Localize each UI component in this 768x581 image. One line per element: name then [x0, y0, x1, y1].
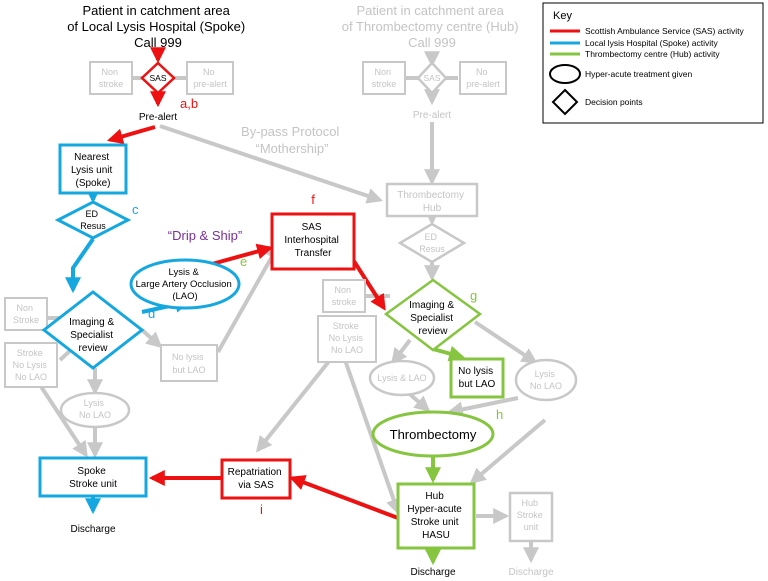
spoke-stroke-no-lysis-box	[4, 342, 58, 388]
thrombectomy-hub-label: Thrombectomy Hub	[397, 190, 466, 214]
spoke-no-prealert-box	[186, 61, 234, 95]
legend-diamond-swatch	[551, 88, 579, 116]
bypass-protocol-label: By-pass Protocol “Mothership”	[241, 124, 343, 156]
hub-imaging-label: Imaging & Specialist review	[409, 300, 457, 337]
step-letter-e: e	[240, 254, 247, 269]
drip-ship-label: “Drip & Ship”	[168, 228, 242, 243]
spoke-non-stroke-box	[89, 61, 133, 95]
thrombectomy-hub-box	[385, 182, 479, 218]
spoke-ed-resus-decision	[54, 200, 132, 240]
hub-lysis-lao-label: Lysis & LAO	[377, 373, 426, 383]
spoke-non-stroke-label: Non stroke	[99, 67, 124, 89]
hub-non-stroke-result-box	[322, 279, 366, 313]
hub-sas-label: SAS	[423, 73, 440, 83]
spoke-no-lysis-lao-box	[160, 344, 218, 382]
hub-stroke-no-lysis-label: Stroke No Lysis No LAO	[329, 321, 366, 355]
hub-ed-resus-decision	[397, 222, 467, 264]
spoke-lysis-lao-label: Lysis & Large Artery Occlusion (LAO)	[136, 267, 235, 302]
hasu-label: Hub Hyper-acute Stroke unit HASU	[407, 491, 464, 541]
thrombectomy-treatment	[371, 410, 495, 458]
hub-hasu-discharge: Discharge	[410, 567, 455, 578]
hub-stroke-unit-discharge: Discharge	[508, 567, 553, 578]
spoke-sas-label: SAS	[149, 73, 166, 83]
hasu-box	[396, 482, 476, 550]
spoke-no-lysis-lao-label: No lysis but LAO	[172, 352, 206, 375]
hub-stroke-no-lysis-box	[317, 315, 377, 363]
hub-connectors	[425, 345, 466, 566]
nearest-lysis-unit-box	[58, 143, 128, 195]
hub-no-lysis-lao-label: No lysis but LAO	[458, 366, 496, 390]
spoke-stroke-unit-label: Spoke Stroke unit	[69, 466, 117, 490]
spoke-lysis-no-lao-label: Lysis No LAO	[79, 398, 111, 420]
spoke-non-stroke-result-label: Non Stroke	[13, 303, 39, 325]
spoke-imaging-decision	[41, 290, 145, 370]
step-letter-i: i	[260, 502, 263, 517]
spoke-no-prealert-label: No pre-alert	[193, 67, 227, 89]
legend-item-sas: Scottish Ambulance Service (SAS) activit…	[585, 26, 744, 36]
legend-ellipse-swatch	[549, 64, 581, 84]
legend-item-treatment: Hyper-acute treatment given	[585, 69, 693, 79]
hub-stroke-unit-box	[508, 491, 554, 543]
hub-no-lysis-lao-box	[449, 357, 505, 399]
thrombectomy-label: Thrombectomy	[390, 427, 477, 442]
step-letter-f: f	[311, 192, 315, 207]
hub-non-stroke-result-label: Non stroke	[332, 285, 357, 307]
step-letter-d: d	[148, 306, 155, 321]
repatriation-box	[220, 458, 292, 500]
legend-frame	[542, 2, 764, 124]
spoke-imaging-label: Imaging & Specialist review	[69, 317, 117, 354]
spoke-lysis-no-lao-ellipse	[59, 391, 131, 429]
hub-non-stroke-label: Non stroke	[372, 67, 397, 89]
legend-title: Key	[553, 10, 572, 22]
legend: Key Scottish Ambulance Service (SAS) act…	[542, 2, 764, 124]
hub-stroke-unit-label: Hub Stroke unit	[517, 498, 546, 532]
step-letter-c: c	[132, 202, 139, 217]
hub-no-prealert-label: No pre-alert	[466, 67, 500, 89]
hub-sas-decision	[416, 61, 448, 95]
spoke-stroke-unit-box	[38, 456, 148, 498]
repatriation-label: Repatriation via SAS	[228, 467, 285, 491]
hub-non-stroke-box	[362, 61, 406, 95]
spoke-discharge: Discharge	[70, 524, 115, 535]
legend-item-decision: Decision points	[585, 97, 643, 107]
sas-connectors	[106, 47, 399, 520]
spoke-stroke-no-lysis-label: Stroke No Lysis No LAO	[13, 348, 50, 382]
sas-interhospital-transfer-label: SAS Interhospital Transfer	[284, 222, 341, 259]
sas-interhospital-transfer-box	[270, 212, 356, 271]
hub-lysis-no-lao-ellipse	[514, 358, 578, 402]
hub-lysis-no-lao-label: Lysis No LAO	[530, 369, 562, 391]
spoke-ed-resus-label: ED Resus	[80, 209, 106, 231]
step-letter-h: h	[496, 407, 503, 422]
hub-imaging-decision	[383, 278, 483, 352]
hub-header: Patient in catchment area of Thrombectom…	[342, 3, 522, 50]
spoke-prealert: Pre-alert	[139, 112, 178, 123]
step-letter-g: g	[470, 288, 477, 303]
nearest-lysis-unit-label: Nearest Lysis unit (Spoke)	[71, 152, 115, 189]
hub-ed-resus-label: ED Resus	[419, 232, 445, 254]
legend-item-hub: Thrombectomy centre (Hub) activity	[585, 49, 720, 59]
hub-lysis-lao-ellipse	[368, 359, 436, 397]
step-letter-ab: a,b	[180, 96, 198, 111]
spoke-non-stroke-result-box	[4, 297, 48, 331]
hub-prealert: Pre-alert	[413, 110, 452, 121]
legend-item-spoke: Local lysis Hospital (Spoke) activity	[585, 38, 718, 48]
spoke-sas-decision	[140, 61, 176, 95]
spoke-lysis-lao-treatment	[129, 258, 241, 310]
hub-no-prealert-box	[459, 61, 507, 95]
spoke-header: Patient in catchment area of Local Lysis…	[67, 3, 249, 50]
